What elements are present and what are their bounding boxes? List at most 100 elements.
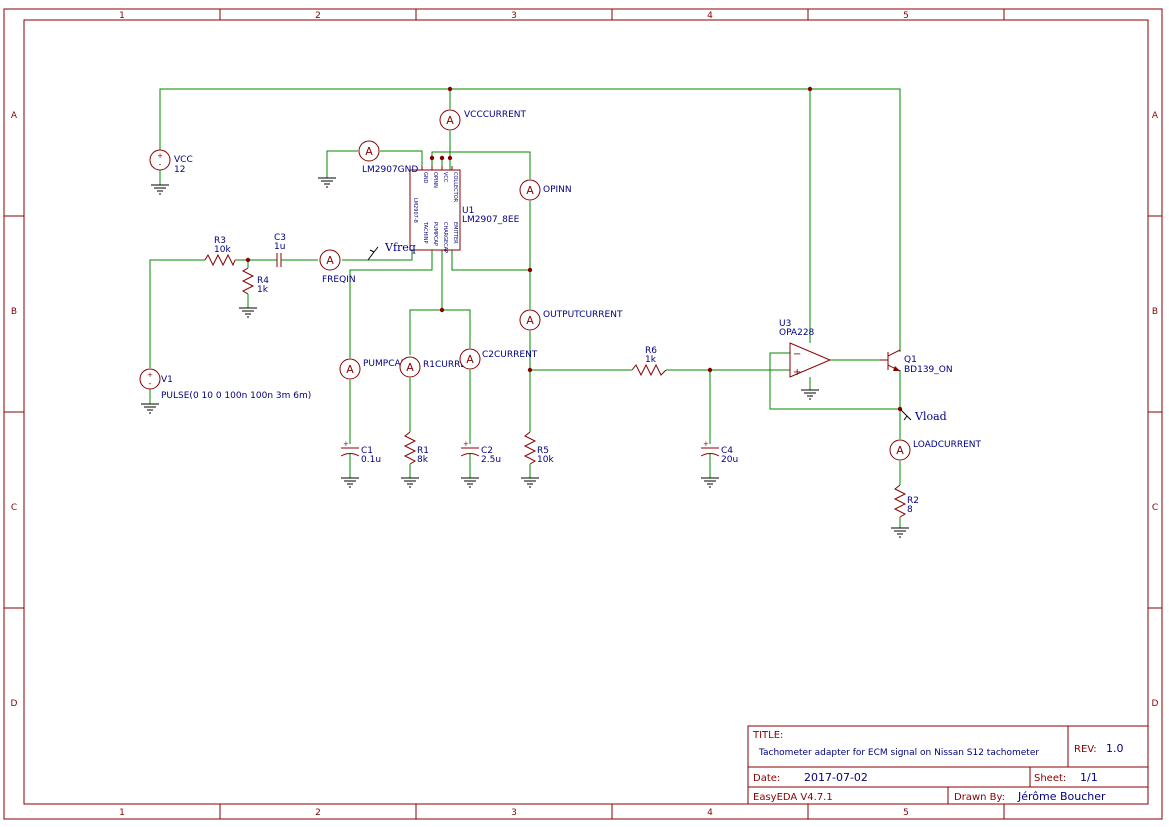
title-text: Tachometer adapter for ECM signal on Nis… [758, 748, 1039, 758]
net-label-vfreq: Vfreq [367, 241, 416, 261]
frame-col-5-top: 5 [903, 11, 909, 21]
u3-name: U3 [779, 319, 791, 329]
u1-pin-vcc: VCC [442, 172, 448, 183]
ground-icon [801, 389, 819, 400]
u1-pin-chargecap: CHARGECAP [442, 222, 448, 253]
transistor-q1: Q1 BD139_ON [880, 349, 953, 375]
r4-name: R4 [257, 276, 269, 286]
u1-name: U1 [462, 206, 474, 216]
capacitor-c2: + C2 2.5u [460, 440, 501, 478]
r1current-label: R1CURRENT [423, 360, 479, 370]
vcc-name: VCC [174, 155, 193, 165]
date-value: 2017-07-02 [804, 771, 868, 784]
vfreq-label: Vfreq [384, 241, 416, 254]
vcc-source: + - VCC 12 [149, 149, 193, 185]
lm2907gnd-label: LM2907GND [362, 165, 418, 175]
drawn-by-value: Jérôme Boucher [1017, 790, 1106, 803]
sheet-value: 1/1 [1080, 771, 1098, 784]
q1-name: Q1 [904, 355, 917, 365]
r5-value: 10k [537, 455, 554, 465]
frame-col-4-bottom: 4 [707, 808, 713, 818]
drawn-by-label: Drawn By: [954, 792, 1005, 803]
ground-icon [341, 477, 359, 488]
ammeter-loadcurrent: A LOADCURRENT [889, 439, 982, 461]
c2-name: C2 [481, 446, 493, 456]
ammeter-symbol: A [406, 361, 414, 374]
ammeter-r1current: A R1CURRENT [399, 356, 479, 378]
ammeter-symbol: A [526, 314, 534, 327]
frame-col-2-top: 2 [315, 11, 321, 21]
frame-col-1-top: 1 [119, 11, 125, 21]
c3-value: 1u [274, 242, 285, 252]
frame-row-c-right: C [1152, 503, 1158, 513]
title-block: TITLE: Tachometer adapter for ECM signal… [747, 725, 1149, 805]
r1-name: R1 [417, 446, 429, 456]
frame-row-a-right: A [1152, 111, 1159, 121]
u1-pin-pumpcap: PUMPCAP [432, 222, 438, 246]
u1-pin-emitter: EMITTER [452, 222, 458, 244]
rev-value: 1.0 [1106, 742, 1124, 755]
ammeter-pumpcap: A PUMPCAP [339, 358, 407, 380]
u1-body-text: LM2907-8 [412, 198, 418, 223]
capacitor-c4: + C4 20u [700, 440, 738, 478]
frame-row-b-right: B [1152, 307, 1158, 317]
v1-value: PULSE(0 10 0 100n 100n 3m 6m) [161, 391, 311, 401]
frame-col-2-bottom: 2 [315, 808, 321, 818]
u3-value: OPA228 [779, 328, 815, 338]
drawing-frame: 1 2 3 4 5 1 2 3 4 5 A B C D A B C D [3, 8, 1163, 820]
u1-pin-gnd: GND [422, 172, 428, 184]
c4-name: C4 [721, 446, 733, 456]
ammeter-symbol: A [466, 353, 474, 366]
vload-label: Vload [914, 410, 947, 423]
title-label: TITLE: [752, 730, 783, 741]
u1-pin-collector: COLLECTOR [452, 172, 458, 203]
svg-text:-: - [159, 160, 162, 169]
frame-col-3-top: 3 [511, 11, 517, 21]
frame-col-5-bottom: 5 [903, 808, 909, 818]
ammeter-symbol: A [326, 254, 334, 267]
ground-icon [521, 477, 539, 488]
sheet-label: Sheet: [1034, 773, 1066, 784]
loadcurrent-label: LOADCURRENT [913, 440, 982, 450]
frame-row-b-left: B [11, 307, 17, 317]
q1-value: BD139_ON [904, 365, 953, 375]
frame-row-c-left: C [11, 503, 17, 513]
junctions [245, 86, 903, 412]
c1-name: C1 [361, 446, 373, 456]
svg-text:+: + [463, 440, 469, 448]
r3-name: R3 [214, 236, 226, 246]
capacitor-c1: + C1 0.1u [340, 440, 381, 478]
c2-value: 2.5u [481, 455, 501, 465]
c3-name: C3 [274, 233, 286, 243]
vcc-value: 12 [174, 165, 185, 175]
ground-icon [461, 477, 479, 488]
ground-icon [891, 527, 909, 538]
net-label-vload: Vload [899, 408, 947, 423]
freqin-label: FREQIN [322, 275, 356, 285]
ground-icon [701, 477, 719, 488]
vcccurrent-label: VCCCURRENT [464, 110, 527, 120]
pumpcap-label: PUMPCAP [363, 359, 407, 369]
frame-row-d-right: D [1152, 699, 1159, 709]
ground-icon [151, 184, 169, 195]
u1-pin-opinn: OPINN [432, 172, 438, 188]
resistor-r3: R3 10k [204, 236, 236, 267]
svg-text:+: + [793, 367, 801, 378]
u1-pin-tachinp: TACHINP [422, 221, 428, 243]
resistor-r6: R6 1k [631, 346, 667, 377]
frame-row-d-left: D [11, 699, 18, 709]
ground-icon [141, 403, 159, 414]
svg-text:−: − [793, 349, 801, 360]
ground-icon [239, 307, 257, 318]
v1-source: + - V1 PULSE(0 10 0 100n 100n 3m 6m) [139, 368, 311, 404]
c1-value: 0.1u [361, 455, 381, 465]
ic-u1-lm2907: GND OPINN VCC COLLECTOR LM2907-8 TACHINP… [409, 166, 520, 253]
r4-value: 1k [257, 285, 269, 295]
ammeter-c2current: A C2CURRENT [459, 348, 538, 370]
frame-col-3-bottom: 3 [511, 808, 517, 818]
r2-name: R2 [907, 496, 919, 506]
rev-label: REV: [1074, 744, 1097, 755]
ammeter-vcccurrent: A VCCCURRENT [439, 109, 527, 131]
